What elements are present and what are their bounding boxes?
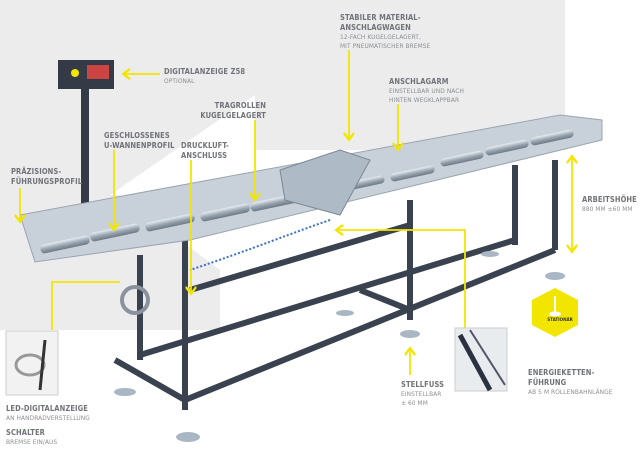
display-post <box>81 85 89 205</box>
energy-chain-photo-inset <box>454 327 508 392</box>
badge-label: STATIONÄR <box>547 318 573 323</box>
material-stop-carriage <box>279 149 371 216</box>
frame <box>113 160 558 410</box>
background-panel <box>255 0 565 150</box>
led-photo-inset <box>5 330 59 396</box>
callout-arrows <box>20 50 572 375</box>
handwheel <box>120 285 150 315</box>
label-druckluft: DRUCKLUFT-ANSCHLUSS <box>181 141 229 160</box>
background-panel <box>0 0 255 195</box>
stationary-foot-icon <box>549 296 561 317</box>
adjustable-feet <box>114 251 565 442</box>
label-praezision: PRÄZISIONS-FÜHRUNGSPROFIL <box>11 167 83 186</box>
